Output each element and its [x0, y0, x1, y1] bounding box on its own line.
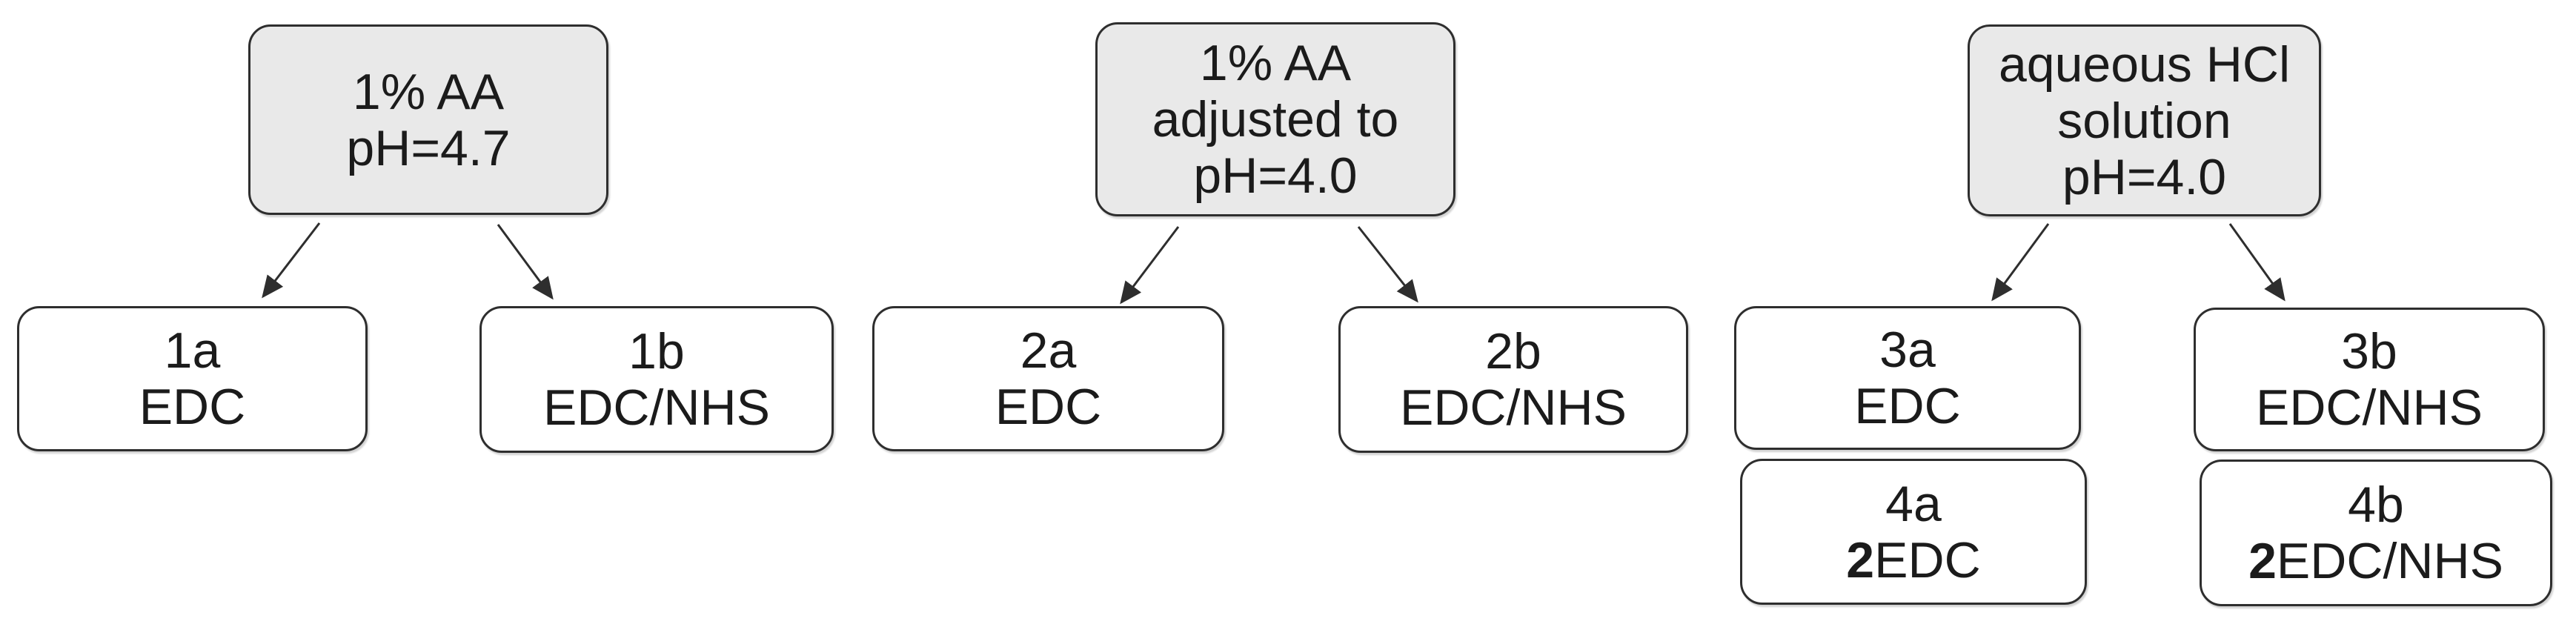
root-3-line: aqueous HCl [1998, 36, 2291, 93]
child-box-1b: 1b EDC/NHS [479, 306, 834, 453]
child-3a-label: 3a [1879, 322, 1936, 378]
root-box-1: 1% AA pH=4.7 [248, 24, 608, 215]
child-1b-label: 1b [628, 323, 685, 379]
child-box-4a: 4a 2EDC [1740, 459, 2087, 605]
root-1-line: pH=4.7 [346, 119, 511, 176]
root-2-line: pH=4.0 [1193, 147, 1358, 204]
root-2-line: adjusted to [1152, 91, 1399, 147]
child-box-2a: 2a EDC [872, 306, 1224, 451]
arrow-root3-to-3b [2228, 223, 2285, 302]
child-4b-reagent: 2EDC/NHS [2248, 533, 2503, 589]
root-box-3: aqueous HCl solution pH=4.0 [1968, 24, 2321, 216]
child-4a-reagent: 2EDC [1846, 531, 1981, 588]
child-4b-label: 4b [2348, 477, 2404, 533]
child-box-3b: 3b EDC/NHS [2194, 308, 2545, 451]
child-box-4b: 4b 2EDC/NHS [2200, 460, 2552, 606]
child-box-3a: 3a EDC [1734, 306, 2081, 450]
child-1a-label: 1a [164, 322, 221, 379]
root-2-line: 1% AA [1199, 35, 1352, 91]
arrow-root2-to-2a [1120, 226, 1180, 305]
child-2a-label: 2a [1020, 322, 1077, 379]
root-3-line: pH=4.0 [2062, 148, 2227, 205]
child-3a-reagent: EDC [1854, 378, 1961, 434]
child-1a-reagent: EDC [139, 379, 246, 435]
child-box-1a: 1a EDC [17, 306, 368, 451]
child-2b-label: 2b [1485, 323, 1541, 379]
root-1-line: 1% AA [352, 63, 505, 120]
root-box-2: 1% AA adjusted to pH=4.0 [1095, 22, 1455, 216]
child-3b-label: 3b [2341, 323, 2397, 379]
arrow-root1-to-1b [497, 224, 554, 300]
arrow-root3-to-3a [1991, 223, 2050, 302]
arrow-root1-to-1a [262, 222, 321, 299]
child-1b-reagent: EDC/NHS [542, 379, 771, 436]
child-2a-reagent: EDC [995, 379, 1102, 435]
child-box-2b: 2b EDC/NHS [1338, 306, 1688, 453]
child-4a-label: 4a [1885, 475, 1942, 532]
arrow-root2-to-2b [1357, 226, 1418, 303]
root-3-line: solution [2057, 92, 2231, 149]
child-3b-reagent: EDC/NHS [2255, 379, 2483, 436]
child-2b-reagent: EDC/NHS [1399, 379, 1627, 436]
